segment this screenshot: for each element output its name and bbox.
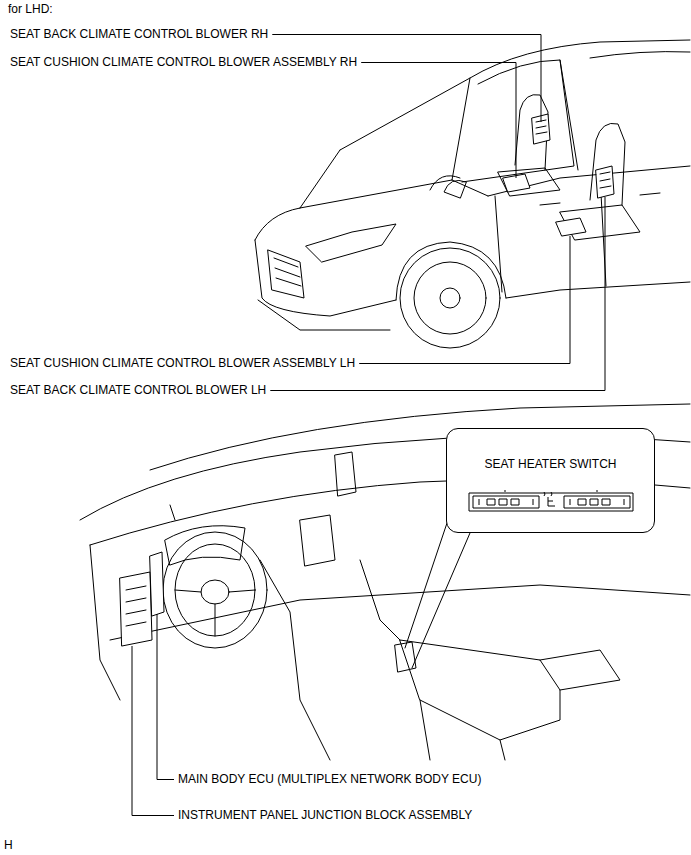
drawing-stroke [515, 95, 548, 170]
drawing-stroke [495, 196, 502, 292]
drawing-stroke [405, 520, 448, 648]
drawing-stroke [175, 544, 255, 636]
drawing-stroke [175, 590, 255, 636]
part-label: INSTRUMENT PANEL JUNCTION BLOCK ASSEMBLY [178, 808, 472, 822]
drawing-stroke [440, 288, 460, 308]
switch-outline [505, 490, 597, 492]
drawing-stroke [412, 533, 470, 668]
drawing-stroke [414, 262, 486, 334]
leader-line [132, 646, 174, 816]
leader-line [272, 35, 541, 123]
drawing-stroke [110, 585, 690, 640]
drawing-stroke [258, 300, 390, 330]
drawing-stroke [163, 532, 267, 648]
switch-outline [564, 496, 630, 508]
switch-outline [544, 492, 555, 506]
drawing-stroke [506, 282, 690, 298]
seat-heater-switch-drawing [447, 489, 656, 515]
drawing-stroke [590, 123, 625, 205]
part-label: SEAT BACK CLIMATE CONTROL BLOWER RH [10, 27, 268, 41]
callout-title: SEAT HEATER SWITCH [447, 457, 654, 471]
seats [430, 95, 640, 240]
callout-box: SEAT HEATER SWITCH [446, 428, 655, 533]
leader-line [157, 614, 174, 780]
part-label: MAIN BODY ECU (MULTIPLEX NETWORK BODY EC… [178, 772, 481, 786]
drawing-stroke [201, 580, 229, 604]
drawing-stroke [540, 650, 620, 690]
switch-outline [487, 499, 519, 505]
drawing-stroke [300, 150, 340, 208]
dashboard [80, 404, 690, 760]
drawing-stroke [400, 248, 500, 348]
drawing-stroke [488, 166, 690, 196]
drawing-stroke [452, 180, 488, 196]
drawing-stroke [120, 572, 152, 646]
part-label: SEAT CUSHION CLIMATE CONTROL BLOWER ASSE… [10, 356, 355, 370]
drawing-stroke [556, 218, 586, 236]
note-label: for LHD: [8, 2, 53, 16]
drawing-stroke [452, 78, 470, 180]
drawing-stroke [300, 515, 335, 566]
part-label: SEAT BACK CLIMATE CONTROL BLOWER LH [10, 383, 266, 397]
switch-outline [578, 499, 610, 505]
leader-line [361, 63, 516, 179]
car-body [255, 40, 690, 348]
drawing-stroke [255, 208, 300, 240]
drawing-stroke [396, 242, 506, 300]
drawing-stroke [300, 180, 452, 208]
switch-outline [473, 496, 539, 508]
drawing-stroke [444, 180, 466, 198]
switch-outline [469, 493, 633, 511]
switch-outline [479, 499, 624, 505]
drawing-stroke [260, 560, 330, 760]
blower-units [503, 114, 614, 236]
drawing-stroke [90, 545, 120, 700]
drawing-stroke [306, 224, 396, 262]
drawing-stroke [498, 168, 560, 196]
drawing-stroke [340, 40, 690, 150]
drawing-stroke [335, 452, 356, 496]
drawing-stroke [255, 240, 396, 316]
leader-line [359, 236, 570, 364]
drawing-stroke [560, 60, 578, 170]
drawing-stroke [536, 120, 547, 134]
drawing-stroke [274, 258, 301, 286]
drawing-stroke [420, 700, 505, 760]
drawing-stroke [360, 560, 400, 640]
note-label: H [4, 838, 13, 852]
drawing-stroke [150, 552, 164, 616]
drawing-stroke [268, 250, 304, 298]
drawing-stroke [430, 176, 460, 190]
drawing-stroke [462, 60, 574, 182]
drawing-stroke [600, 172, 611, 188]
drawing-stroke [596, 166, 614, 198]
drawing-stroke [126, 586, 146, 626]
part-label: SEAT CUSHION CLIMATE CONTROL BLOWER ASSE… [10, 55, 357, 69]
drawing-stroke [590, 52, 690, 58]
